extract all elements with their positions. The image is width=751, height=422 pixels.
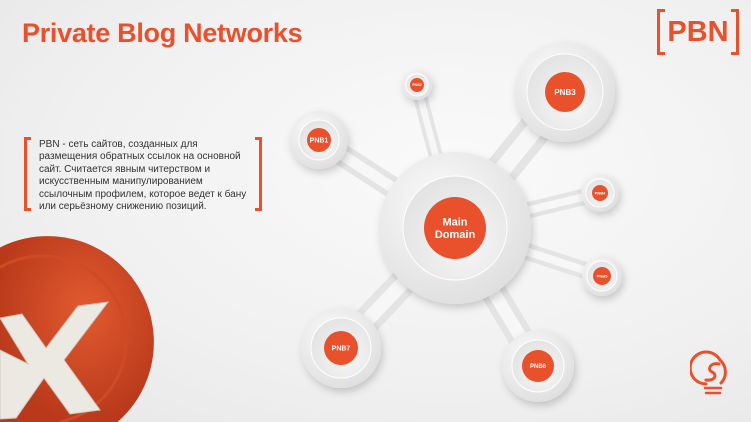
node-pnb2[interactable]: PNB2 bbox=[402, 70, 432, 100]
node-label: PNB2 bbox=[412, 83, 421, 87]
description-text: PBN - сеть сайтов, созданных для размеще… bbox=[24, 137, 262, 212]
node-pnb3[interactable]: PNB3 bbox=[515, 42, 615, 142]
node-label: PNB6 bbox=[530, 364, 547, 370]
pbn-badge: PBN bbox=[657, 9, 739, 55]
node-pnb7[interactable]: PNB7 bbox=[301, 308, 381, 388]
node-label: Main bbox=[442, 217, 467, 229]
node-pnb1[interactable]: PNB1 bbox=[290, 111, 348, 169]
red-x-button-icon bbox=[0, 236, 154, 422]
node-pnb4[interactable]: PNB4 bbox=[581, 174, 619, 212]
node-label: PNB4 bbox=[595, 190, 606, 195]
node-label: PNB5 bbox=[597, 273, 608, 278]
page-title: Private Blog Networks bbox=[22, 18, 303, 48]
lightbulb-s-logo-icon bbox=[690, 350, 727, 395]
node-label: PNB1 bbox=[310, 137, 329, 144]
node-label: PNB7 bbox=[332, 345, 351, 352]
node-label: PNB3 bbox=[554, 88, 576, 97]
node-pnb6[interactable]: PNB6 bbox=[502, 330, 574, 402]
node-label: Domain bbox=[435, 229, 476, 241]
node-pnb5[interactable]: PNB5 bbox=[582, 256, 622, 296]
